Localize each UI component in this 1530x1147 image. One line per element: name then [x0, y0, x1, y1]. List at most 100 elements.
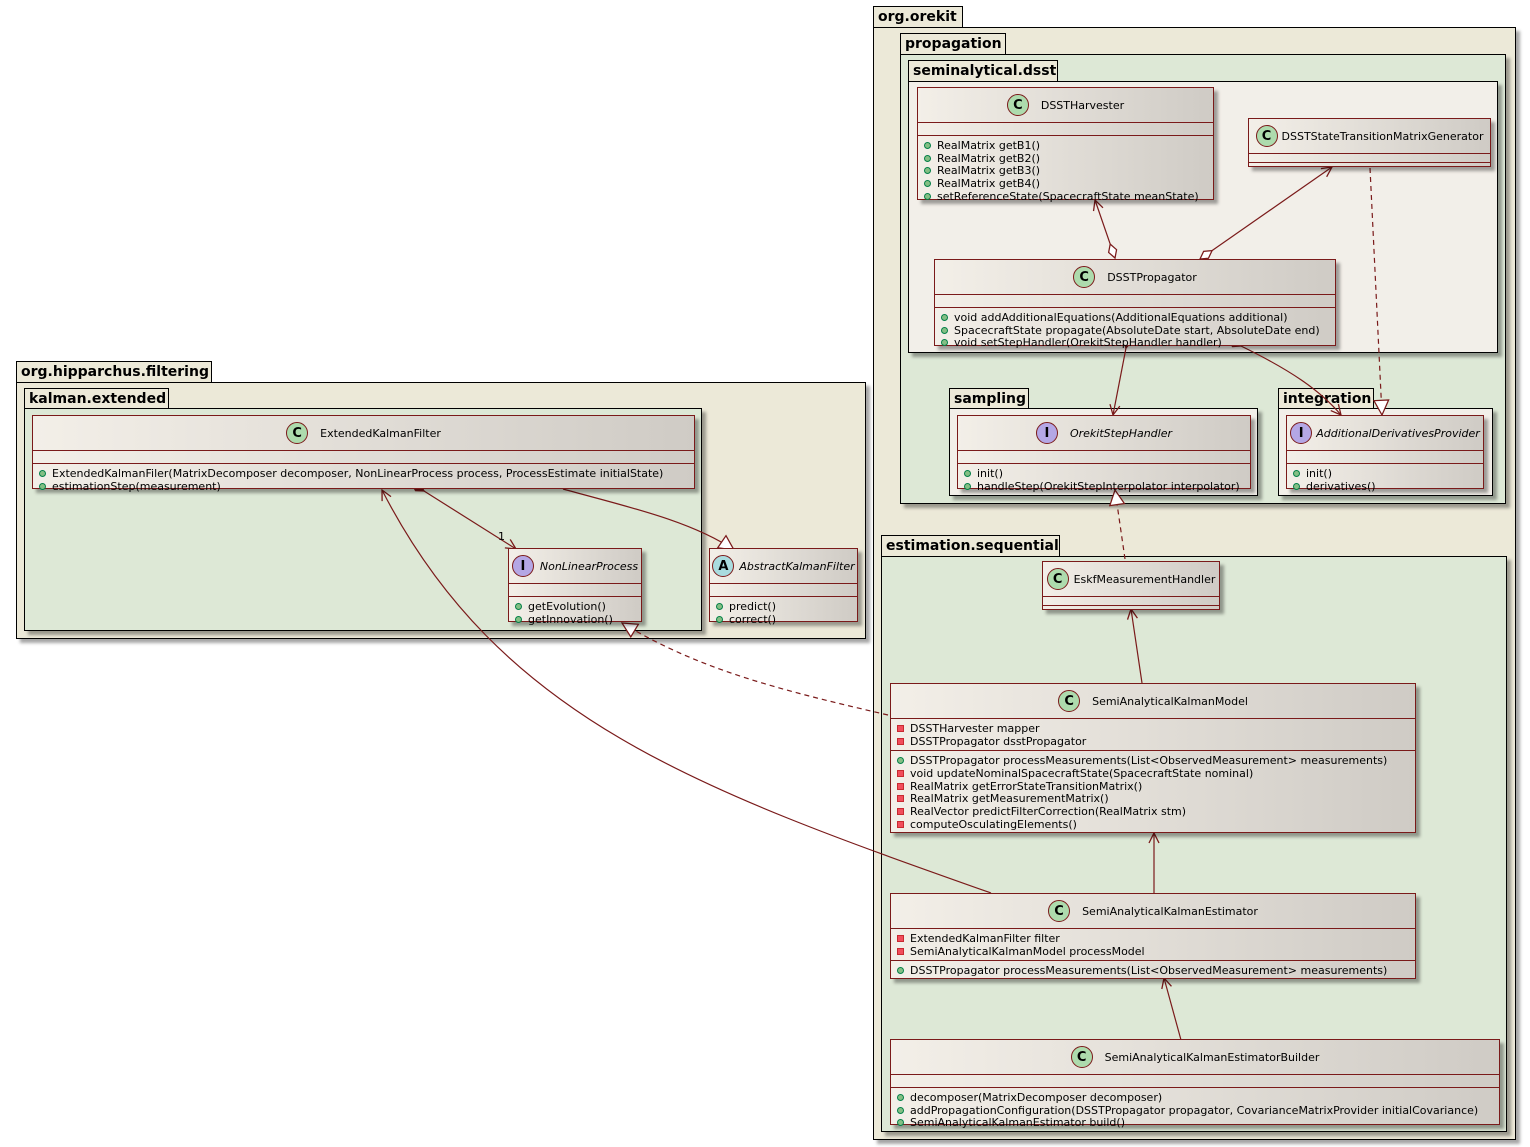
method-row: init()	[964, 467, 1244, 480]
public-visibility-icon	[941, 313, 948, 321]
method-row: handleStep(OrekitStepInterpolator interp…	[964, 480, 1244, 493]
method-row: DSSTPropagator processMeasurements(List<…	[897, 754, 1409, 767]
method-row: addPropagationConfiguration(DSSTPropagat…	[897, 1104, 1493, 1117]
package-label: kalman.extended	[24, 388, 169, 410]
public-visibility-icon	[1293, 469, 1300, 477]
methods-section: decomposer(MatrixDecomposer decomposer) …	[891, 1088, 1499, 1132]
method-row: RealMatrix getMeasurementMatrix()	[897, 792, 1409, 805]
methods-section	[1043, 606, 1219, 614]
interface-non-linear-process[interactable]: I NonLinearProcess getEvolution() getInno…	[508, 548, 642, 626]
field-row: DSSTPropagator dsstPropagator	[897, 735, 1409, 748]
multiplicity-label: 1	[498, 530, 505, 543]
private-visibility-icon	[897, 724, 904, 732]
fields-section	[1249, 154, 1490, 163]
fields-section	[935, 295, 1335, 308]
class-badge-icon: C	[1255, 125, 1278, 147]
package-label: propagation	[900, 33, 1006, 55]
composition-propagator-provider	[1241, 346, 1341, 415]
private-visibility-icon	[897, 795, 904, 803]
private-visibility-icon	[897, 820, 904, 828]
method-row: SemiAnalyticalKalmanEstimator build()	[897, 1116, 1493, 1129]
field-row: DSSTHarvester mapper	[897, 722, 1409, 735]
abstract-badge-icon: A	[712, 555, 735, 577]
aggregation-propagator-harvester	[1095, 200, 1115, 258]
private-visibility-icon	[897, 934, 904, 942]
methods-section: predict() correct()	[710, 597, 857, 628]
method-row: predict()	[716, 600, 851, 613]
private-visibility-icon	[897, 782, 904, 790]
realization-stm-generator-provider	[1369, 167, 1382, 415]
private-visibility-icon	[897, 807, 904, 815]
method-row: decomposer(MatrixDecomposer decomposer)	[897, 1091, 1493, 1104]
class-badge-icon: C	[1006, 94, 1029, 116]
method-row: void addAdditionalEquations(AdditionalEq…	[941, 311, 1329, 324]
public-visibility-icon	[515, 615, 522, 623]
public-visibility-icon	[941, 326, 948, 334]
method-row: void setStepHandler(OrekitStepHandler ha…	[941, 336, 1329, 349]
interface-badge-icon: I	[1035, 422, 1058, 444]
fields-section: DSSTHarvester mapper DSSTPropagator dsst…	[891, 719, 1415, 752]
private-visibility-icon	[897, 769, 904, 777]
class-name: NonLinearProcess	[539, 559, 639, 573]
method-row: void updateNominalSpacecraftState(Spacec…	[897, 767, 1409, 780]
public-visibility-icon	[716, 615, 723, 623]
fields-section	[1287, 451, 1483, 464]
fields-section	[710, 584, 857, 597]
interface-badge-icon: I	[511, 555, 534, 577]
class-badge-icon: C	[1070, 1046, 1093, 1068]
fields-section	[958, 451, 1250, 464]
fields-section	[1043, 597, 1219, 606]
public-visibility-icon	[924, 154, 931, 162]
class-name: AdditionalDerivativesProvider	[1316, 426, 1480, 440]
method-row: DSSTPropagator processMeasurements(List<…	[897, 964, 1409, 977]
interface-orekit-step-handler[interactable]: I OrekitStepHandler init() handleStep(Ore…	[957, 415, 1251, 493]
association-builder-estimator	[1164, 978, 1182, 1041]
generalization-ekf-abstract	[562, 488, 734, 550]
association-estimator-ekf	[382, 490, 992, 894]
package-label: estimation.sequential	[881, 535, 1060, 557]
public-visibility-icon	[897, 757, 904, 765]
method-row: getInnovation()	[515, 613, 635, 626]
methods-section	[1249, 163, 1490, 171]
public-visibility-icon	[924, 167, 931, 175]
method-row: computeOsculatingElements()	[897, 818, 1409, 831]
public-visibility-icon	[716, 602, 723, 610]
public-visibility-icon	[39, 469, 46, 477]
public-visibility-icon	[964, 469, 971, 477]
field-row: SemiAnalyticalKalmanModel processModel	[897, 945, 1409, 958]
methods-section: void addAdditionalEquations(AdditionalEq…	[935, 308, 1335, 352]
class-badge-icon: C	[1048, 900, 1071, 922]
class-name: OrekitStepHandler	[1069, 426, 1173, 440]
association-model-eskf	[1131, 609, 1143, 684]
interface-badge-icon: I	[1290, 422, 1313, 444]
method-row: RealMatrix getB2()	[924, 152, 1207, 165]
class-semi-analytical-kalman-estimator-builder[interactable]: C SemiAnalyticalKalmanEstimatorBuilder de…	[890, 1039, 1500, 1129]
realization-eskf-step-handler	[1115, 490, 1126, 560]
private-visibility-icon	[897, 947, 904, 955]
public-visibility-icon	[924, 141, 931, 149]
public-visibility-icon	[964, 482, 971, 490]
method-row: RealVector predictFilterCorrection(RealM…	[897, 805, 1409, 818]
public-visibility-icon	[39, 482, 46, 490]
methods-section: DSSTPropagator processMeasurements(List<…	[891, 961, 1415, 980]
public-visibility-icon	[1293, 482, 1300, 490]
method-row: getEvolution()	[515, 600, 635, 613]
methods-section: ExtendedKalmanFiler(MatrixDecomposer dec…	[33, 464, 694, 495]
fields-section: ExtendedKalmanFilter filter SemiAnalytic…	[891, 929, 1415, 962]
method-row: RealMatrix getErrorStateTransitionMatrix…	[897, 780, 1409, 793]
public-visibility-icon	[897, 1119, 904, 1127]
class-name: SemiAnalyticalKalmanEstimatorBuilder	[1104, 1050, 1320, 1064]
aggregation-propagator-stm-generator	[1200, 167, 1332, 259]
class-name: EskfMeasurementHandler	[1073, 572, 1216, 586]
methods-section: getEvolution() getInnovation()	[509, 597, 641, 628]
